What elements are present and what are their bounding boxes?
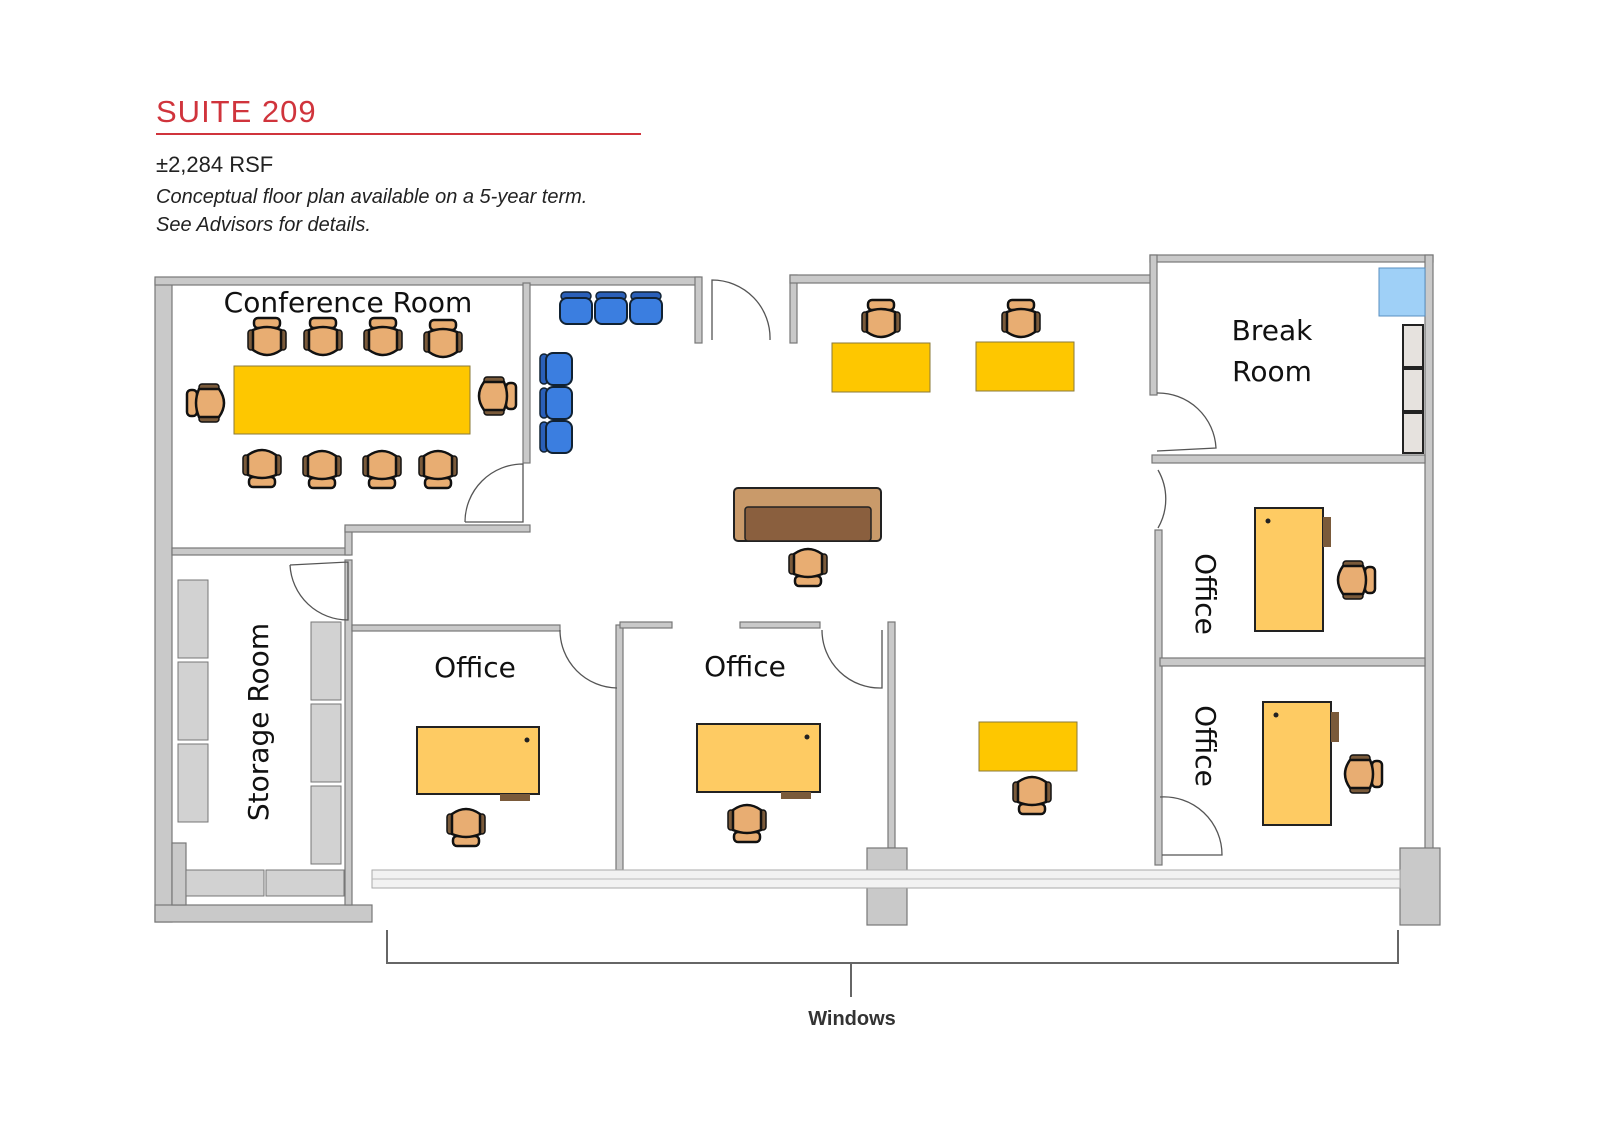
office-1-desk xyxy=(416,726,540,801)
chair-icon xyxy=(422,318,464,359)
room-label-office-4: Office xyxy=(1189,705,1222,787)
lounge-seating xyxy=(539,291,663,454)
description-line-1: Conceptual floor plan available on a 5-y… xyxy=(156,186,588,208)
chair-icon xyxy=(301,449,343,490)
walls xyxy=(154,254,1441,926)
office-2-desk xyxy=(696,723,821,799)
open-desk xyxy=(978,721,1078,772)
room-label-break-2: Room xyxy=(1232,355,1312,388)
suite-area: ±2,284 RSF xyxy=(156,152,274,177)
chair-icon xyxy=(417,449,459,490)
lounge-chair-icon xyxy=(539,386,573,420)
office-4-desk xyxy=(1262,701,1339,826)
chair-icon xyxy=(185,382,226,424)
chair-icon xyxy=(246,316,288,357)
windows-bracket xyxy=(386,930,1399,997)
refrigerator xyxy=(1378,267,1426,317)
lounge-chair-icon xyxy=(539,420,573,454)
break-room-counter xyxy=(1402,324,1424,454)
suite-title: SUITE 209 xyxy=(156,94,317,129)
reception-sofa xyxy=(733,487,882,542)
chair-icon xyxy=(860,298,902,339)
office-3-desk xyxy=(1254,507,1331,632)
room-label-office-1: Office xyxy=(434,651,516,684)
conference-table xyxy=(233,365,471,435)
chair-icon xyxy=(361,449,403,490)
room-label-office-2: Office xyxy=(704,650,786,683)
chair-icon xyxy=(1336,559,1377,601)
chair-icon xyxy=(1000,298,1042,339)
open-desk xyxy=(831,342,931,393)
room-label-storage: Storage Room xyxy=(242,623,275,821)
chair-icon xyxy=(726,803,768,844)
open-desk xyxy=(975,341,1075,392)
description-line-2: See Advisors for details. xyxy=(156,214,371,236)
lounge-chair-icon xyxy=(559,291,593,325)
chair-icon xyxy=(302,316,344,357)
chair-icon xyxy=(1011,775,1053,816)
lounge-chair-icon xyxy=(629,291,663,325)
chair-icon xyxy=(1343,753,1384,795)
windows-label: Windows xyxy=(808,1008,896,1030)
title-underline xyxy=(156,133,641,135)
chair-icon xyxy=(445,807,487,848)
chair-icon xyxy=(477,375,518,417)
lounge-chair-icon xyxy=(594,291,628,325)
chair-icon xyxy=(787,547,829,588)
room-label-office-3: Office xyxy=(1189,553,1222,635)
doors xyxy=(289,279,1223,856)
storage-shelving xyxy=(177,579,345,897)
chair-icon xyxy=(362,316,404,357)
room-label-break-1: Break xyxy=(1232,314,1313,347)
room-label-conference: Conference Room xyxy=(224,286,473,319)
lounge-chair-icon xyxy=(539,352,573,386)
chair-icon xyxy=(241,448,283,489)
